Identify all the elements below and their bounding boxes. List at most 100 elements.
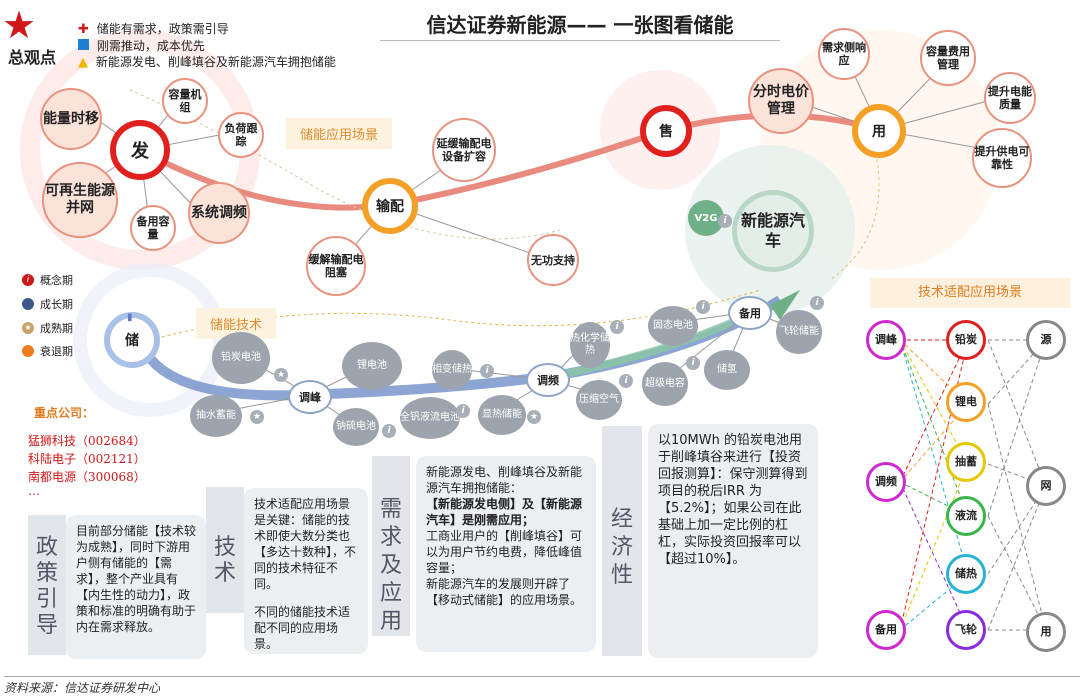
policy-header: 政策引导 xyxy=(28,515,66,655)
tech-fit-title: 技术适配应用场景 xyxy=(870,278,1070,308)
bar-chart-icon: ▮ xyxy=(127,312,133,323)
matrix-left-backup: 备用 xyxy=(866,610,906,650)
node-storage: 储 xyxy=(104,312,160,368)
bubble-power-quality: 提升电能质量 xyxy=(984,72,1036,124)
overview-item-3: ▲ 新能源发电、削峰填谷及新能源汽车拥抱储能 xyxy=(78,55,336,70)
bubble-demand-response: 需求侧响应 xyxy=(818,28,870,80)
policy-panel: 目前部分储能【技术较为成熟】，同时下游用户侧有储能的【需求】，整个产业具有【内生… xyxy=(66,515,206,659)
bubble-capacity-fee: 容量费用管理 xyxy=(920,30,976,86)
tech-sensible-heat: 显热储能 xyxy=(478,395,526,435)
info-icon: i xyxy=(456,404,470,418)
star-icon: ★ xyxy=(250,410,264,424)
company-more: … xyxy=(28,484,40,498)
legend-growth: 成长期 xyxy=(22,296,73,312)
matrix-mid-pumped: 抽蓄 xyxy=(946,442,986,482)
page-title: 信达证券新能源—— 一张图看储能 xyxy=(380,10,780,41)
economy-panel: 以10MWh 的铅炭电池用于削峰填谷来进行【投资回报测算】：保守测算得到项目的税… xyxy=(648,424,818,658)
tech-supercapacitor: 超级电容 xyxy=(642,362,688,406)
square-icon xyxy=(78,39,89,50)
scene-label: 储能应用场景 xyxy=(286,118,393,149)
tech-phase-change: 相变储热 xyxy=(432,350,472,390)
company-3: 南都电源（300068） xyxy=(28,470,146,484)
tech-lithium: 锂电池 xyxy=(342,342,402,390)
matrix-right-user: 用 xyxy=(1026,612,1066,652)
tech-flywheel: 飞轮储能 xyxy=(776,310,822,354)
tech-compressed-air: 压缩空气 xyxy=(576,380,622,420)
overview-label: 总观点 xyxy=(8,48,57,67)
arrow-icon xyxy=(22,345,34,357)
bubble-load-follow: 负荷跟踪 xyxy=(218,112,264,158)
star-icon: ★ xyxy=(527,410,541,424)
tech-panel: 技术适配应用场景是关键：储能的技术即使大数分类也【多达十数种】，不同的技术特征不… xyxy=(244,488,368,654)
bubble-system-freq: 系统调频 xyxy=(188,182,250,244)
demand-text-3: 工商业用户的【削峰填谷】可以为用户节约电费，降低峰值容量； xyxy=(426,529,583,575)
info-icon: i xyxy=(619,374,633,388)
info-icon: i xyxy=(718,214,732,228)
matrix-mid-lead-carbon: 铅炭 xyxy=(946,320,986,360)
star-icon: ★ xyxy=(2,3,37,47)
tech-fit-lines xyxy=(899,339,1047,631)
bubble-capacity-unit: 容量机组 xyxy=(162,78,208,124)
star-icon: ★ xyxy=(22,322,34,334)
legend-concept: i 概念期 xyxy=(22,272,73,288)
overview-item-1: ✚ 储能有需求，政策需引导 xyxy=(78,22,229,37)
tech-lead-carbon: 铅炭电池 xyxy=(212,332,270,384)
triangle-icon: ▲ xyxy=(78,55,88,70)
bubble-tou-price: 分时电价管理 xyxy=(748,68,814,134)
matrix-left-freq: 调频 xyxy=(866,462,906,502)
node-ev: 新能源汽车 xyxy=(732,190,814,272)
node-freq-reg: 调频 xyxy=(526,363,570,397)
matrix-right-grid: 网 xyxy=(1026,466,1066,506)
node-transmission: 输配 xyxy=(362,178,418,234)
company-2: 科陆电子（002121） xyxy=(28,452,146,466)
bubble-congestion: 缓解输配电阻塞 xyxy=(306,236,366,296)
companies-title: 重点公司： xyxy=(34,406,95,420)
bubble-backup-capacity: 备用容量 xyxy=(130,205,176,251)
matrix-mid-thermal: 储热 xyxy=(946,554,986,594)
tech-pumped-hydro: 抽水蓄能 xyxy=(190,395,242,437)
legend-mature: ★ 成熟期 xyxy=(22,320,73,336)
bubble-renewable-grid: 可再生能源并网 xyxy=(42,162,118,238)
info-icon: i xyxy=(382,424,396,438)
tech-panel-text-1: 技术适配应用场景是关键：储能的技术即使大数分类也【多达十数种】，不同的技术特征不… xyxy=(254,497,357,591)
info-icon: i xyxy=(686,356,700,370)
node-backup: 备用 xyxy=(728,296,772,330)
bubble-energy-shift: 能量时移 xyxy=(40,88,102,150)
matrix-left-peak: 调峰 xyxy=(866,320,906,360)
demand-text-1: 新能源发电、削峰填谷及新能源汽车拥抱储能： xyxy=(426,465,583,495)
demand-text-2: 【新能源发电侧】及【新能源汽车】是刚需应用； xyxy=(426,497,583,527)
source-note: 资料来源：信达证券研发中心 xyxy=(4,676,1080,696)
bubble-reliability: 提升供电可靠性 xyxy=(972,128,1032,188)
company-1: 猛狮科技（002684） xyxy=(28,434,146,448)
tech-hydrogen: 储氢 xyxy=(704,350,750,390)
tech-solid-state: 固态电池 xyxy=(648,306,698,346)
cross-icon: ✚ xyxy=(78,22,89,37)
info-icon: i xyxy=(610,320,624,334)
info-icon: i xyxy=(22,274,34,286)
star-icon: ★ xyxy=(274,368,288,382)
demand-text-4: 新能源汽车的发展则开辟了【移动式储能】的应用场景。 xyxy=(426,577,583,607)
demand-panel: 新能源发电、削峰填谷及新能源汽车拥抱储能： 【新能源发电侧】及【新能源汽车】是刚… xyxy=(416,456,596,652)
tech-panel-text-2: 不同的储能技术适配不同的应用场景。 xyxy=(254,605,351,651)
info-icon: i xyxy=(810,296,824,310)
node-generation: 发 xyxy=(110,120,170,180)
bubble-delay-upgrade: 延缓输配电设备扩容 xyxy=(432,118,496,182)
legend-decline: 衰退期 xyxy=(22,343,73,359)
tech-vanadium: 全钒液流电池 xyxy=(400,397,460,439)
tech-sodium-sulfur: 钠硫电池 xyxy=(333,408,379,446)
matrix-mid-lithium: 锂电 xyxy=(946,382,986,422)
matrix-right-source: 源 xyxy=(1026,320,1066,360)
demand-header: 需求及应用 xyxy=(372,456,410,636)
info-icon: i xyxy=(480,364,494,378)
tech-header: 技术 xyxy=(206,487,244,613)
overview-item-2: 刚需推动，成本优先 xyxy=(78,37,205,54)
node-peak-shaving: 调峰 xyxy=(288,380,332,414)
bubble-reactive-support: 无功支持 xyxy=(527,234,579,286)
matrix-mid-flow: 液流 xyxy=(946,496,986,536)
matrix-mid-flywheel: 飞轮 xyxy=(946,610,986,650)
tech-thermochemical: 热化学储热 xyxy=(570,322,610,368)
economy-header: 经济性 xyxy=(602,426,642,656)
node-sales: 售 xyxy=(640,105,692,157)
info-icon: i xyxy=(696,300,710,314)
bar-chart-icon xyxy=(22,298,34,310)
